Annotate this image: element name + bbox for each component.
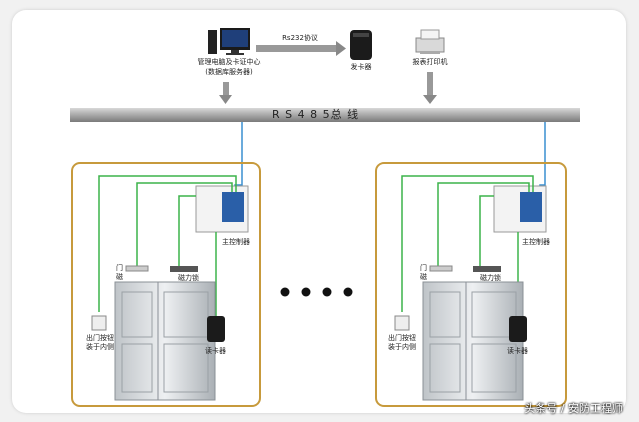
right-door-sensor-label: 门磁 xyxy=(420,264,427,281)
card-issuer-label: 发卡器 xyxy=(350,63,372,71)
right-door-unit xyxy=(375,162,567,407)
printer-to-bus-arrow xyxy=(423,72,437,104)
right-controller-label: 主控制器 xyxy=(522,238,550,246)
left-exit-button-label-1: 出门按钮 xyxy=(86,334,114,342)
left-reader-label: 读卡器 xyxy=(205,347,226,355)
right-exit-button-label-1: 出门按钮 xyxy=(388,334,416,342)
rs485-bus xyxy=(70,108,580,122)
printer-label: 报表打印机 xyxy=(412,58,448,66)
rs232-label: Rs232协议 xyxy=(282,34,318,42)
right-maglock-label: 磁力锁 xyxy=(480,274,501,282)
printer-icon xyxy=(415,29,445,54)
left-exit-button-label-2: 装于内侧 xyxy=(86,343,114,351)
rs232-arrow xyxy=(256,41,346,56)
bus-label: R S 4 8 5总 线 xyxy=(272,108,360,121)
right-reader-label: 读卡器 xyxy=(507,347,528,355)
server-label-1: 管理电脑及卡证中心 xyxy=(197,58,261,66)
more-units-ellipsis xyxy=(280,287,353,297)
left-door-sensor-label: 门磁 xyxy=(116,264,123,281)
right-exit-button-label-2: 装于内侧 xyxy=(388,343,416,351)
card-issuer-icon xyxy=(350,30,372,60)
right-bus-drop xyxy=(539,122,546,195)
server-label-2: (数据库服务器) xyxy=(205,68,253,76)
server-computer-icon xyxy=(208,28,250,55)
left-controller-label: 主控制器 xyxy=(222,238,250,246)
left-maglock-label: 磁力锁 xyxy=(178,274,199,282)
server-to-bus-arrow xyxy=(219,82,232,104)
left-door-unit xyxy=(71,162,261,407)
watermark: 头条号 / 安防工程师 xyxy=(524,402,623,415)
